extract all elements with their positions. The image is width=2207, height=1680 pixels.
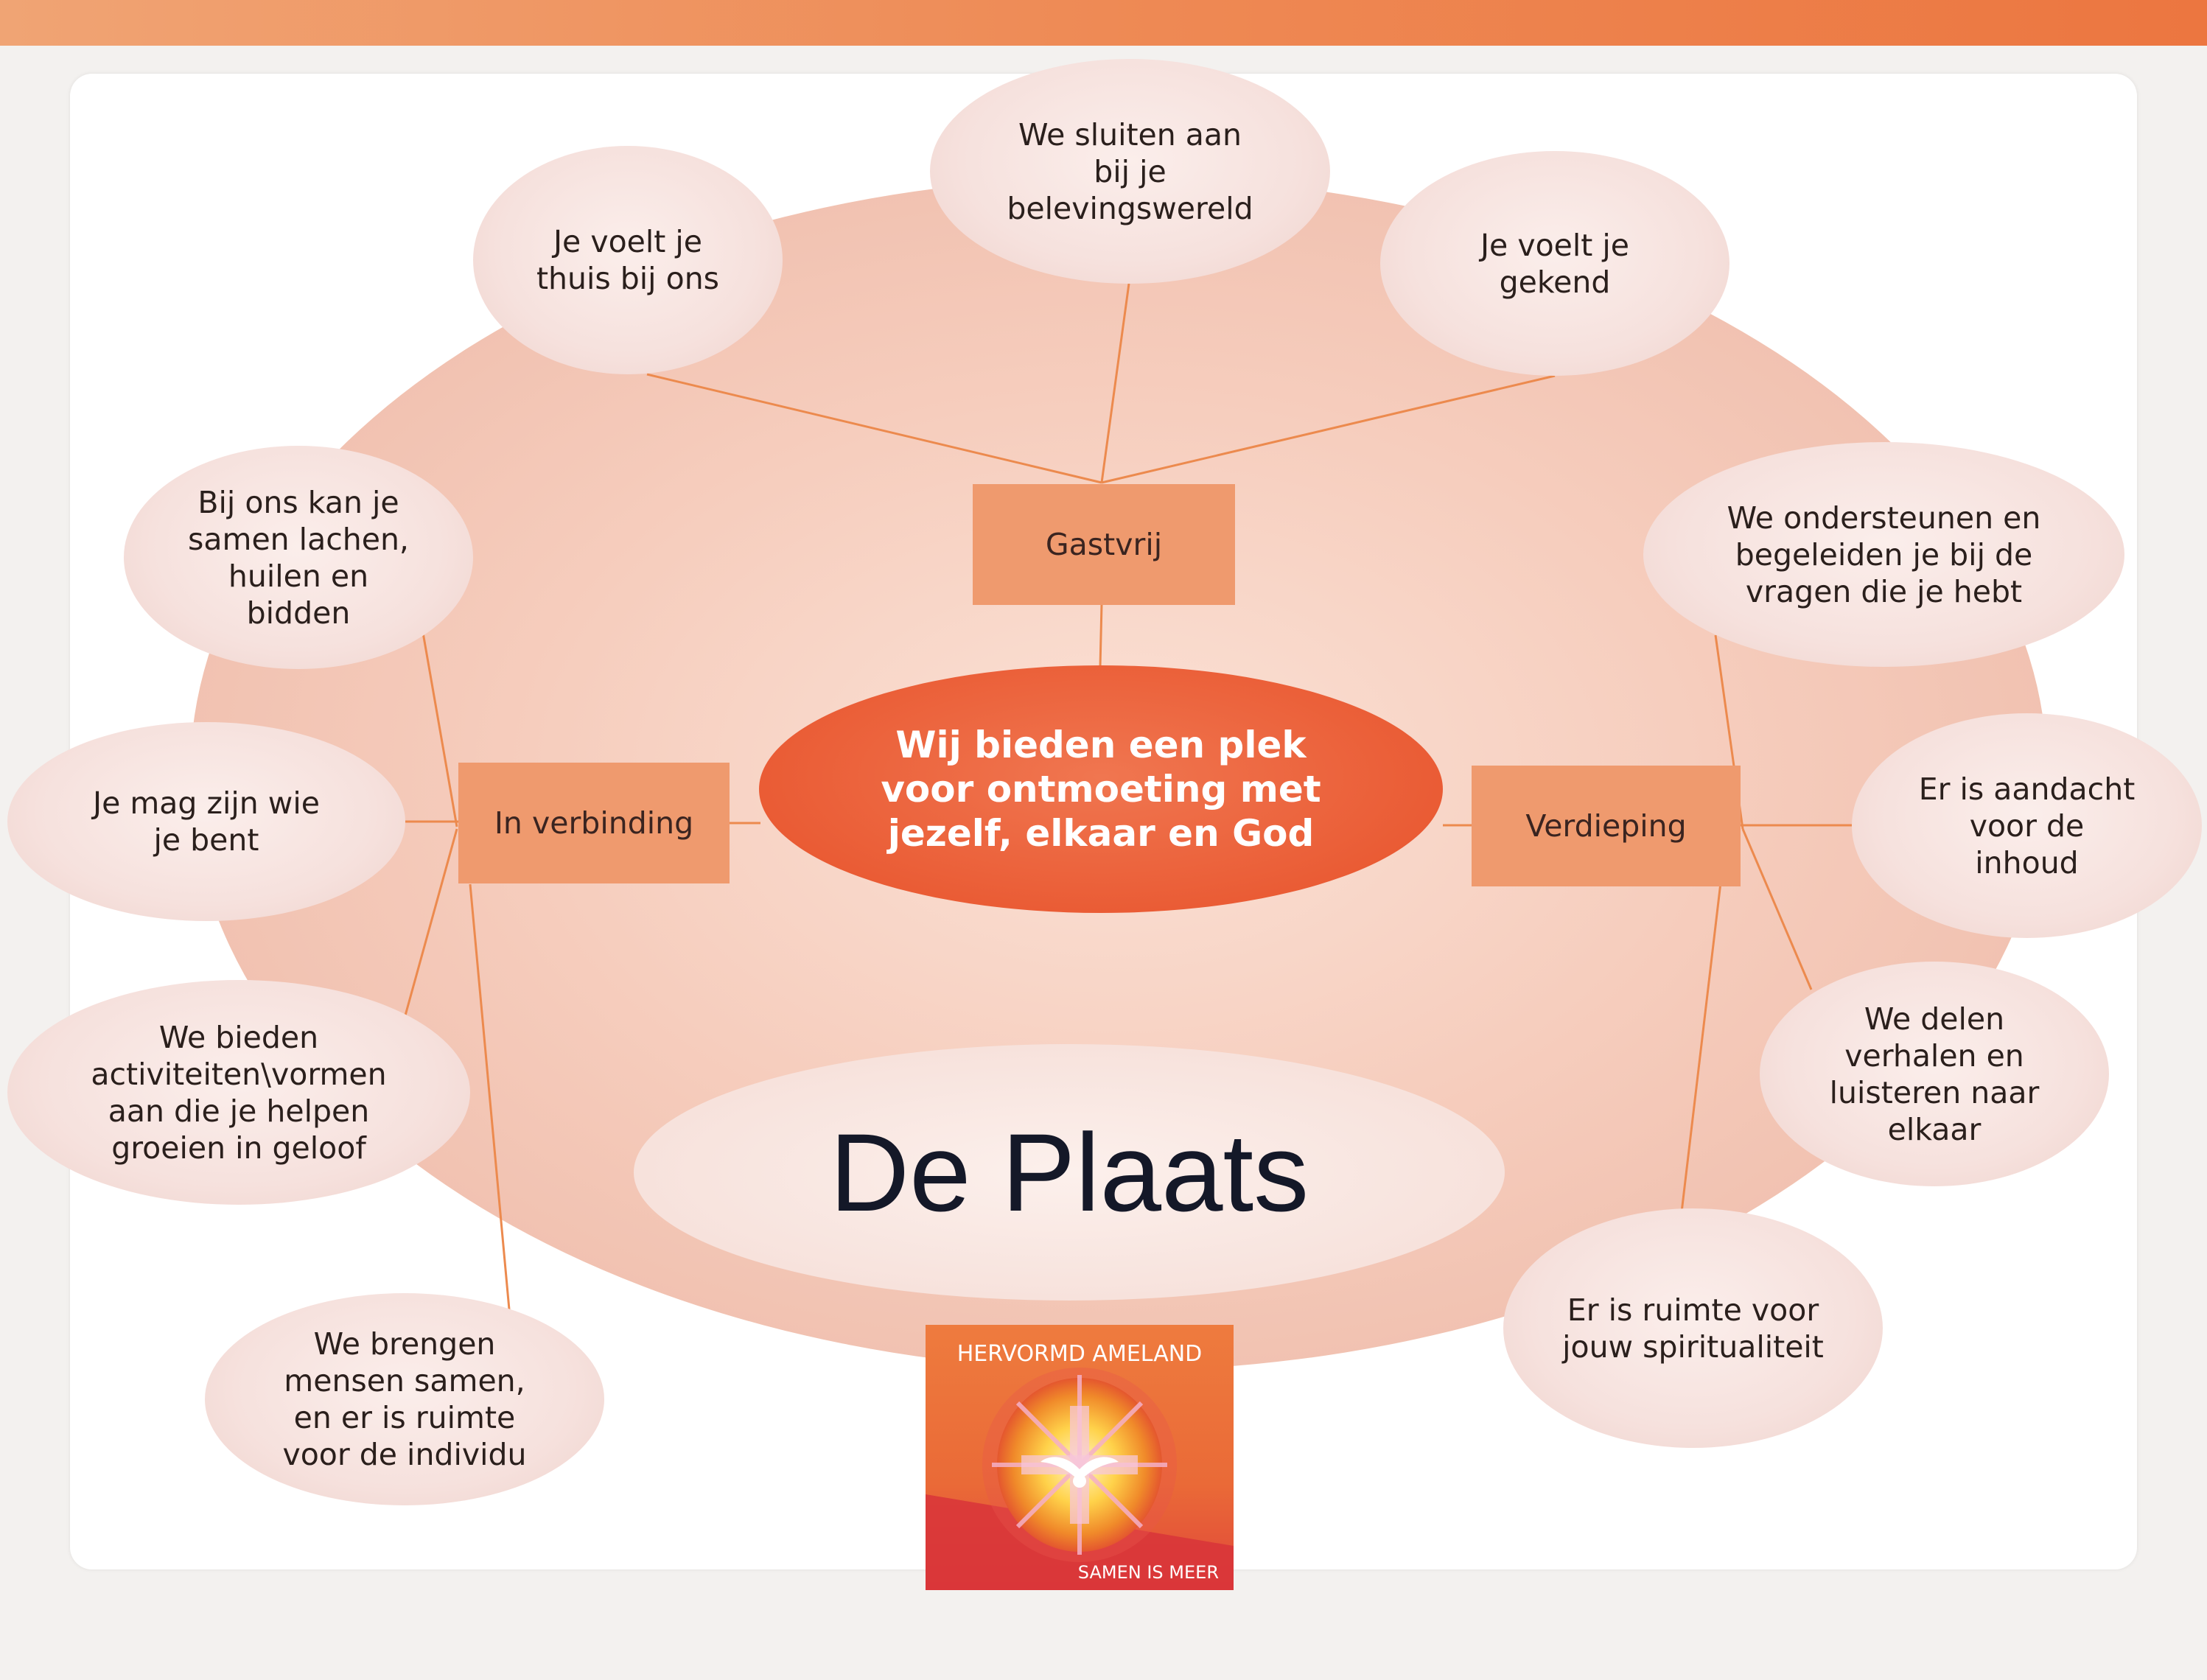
bubble-thuis-text: Je voelt je thuis bij ons	[536, 224, 720, 296]
connector-gastvrij-gekend	[1101, 374, 1556, 484]
bubble-activiteiten-text: We bieden activiteiten\vormen aan die je…	[91, 1019, 387, 1166]
bubble-belevingswereld-text: We sluiten aan bij je belevingswereld	[1007, 116, 1253, 226]
bubble-verhalen-text: We delen verhalen en luisteren naar elka…	[1829, 1001, 2040, 1147]
connector-verdieping-verhalen	[1741, 828, 1813, 990]
page-title: De Plaats	[829, 1110, 1309, 1234]
bubble-thuis: Je voelt je thuis bij ons	[473, 146, 783, 374]
bubble-ondersteunen-text: We ondersteunen en begeleiden je bij de …	[1727, 500, 2041, 609]
bubble-aandacht: Er is aandacht voor de inhoud	[1852, 713, 2202, 938]
bubble-ondersteunen: We ondersteunen en begeleiden je bij de …	[1643, 442, 2124, 667]
category-in-verbinding-label: In verbinding	[494, 805, 694, 841]
bubble-aandacht-text: Er is aandacht voor de inhoud	[1918, 771, 2136, 881]
top-accent-bar	[0, 0, 2207, 46]
bubble-lachen-text: Bij ons kan je samen lachen, huilen en b…	[188, 484, 409, 631]
logo-top-text: HERVORMD AMELAND	[956, 1341, 1203, 1367]
bubble-gekend-text: Je voelt je gekend	[1480, 227, 1630, 300]
title-oval: De Plaats	[634, 1044, 1505, 1301]
connector-verbinding-activiteiten	[404, 828, 458, 1016]
bubble-spiritualiteit-text: Er is ruimte voor jouw spiritualiteit	[1562, 1292, 1824, 1365]
center-statement-text: Wij bieden een plek voor ontmoeting met …	[881, 724, 1321, 855]
connector-verdieping-spiritualiteit	[1680, 882, 1722, 1213]
bubble-verhalen: We delen verhalen en luisteren naar elka…	[1760, 962, 2109, 1186]
category-verdieping-label: Verdieping	[1525, 808, 1687, 844]
connector-verbinding-samen	[469, 883, 511, 1310]
bubble-spiritualiteit: Er is ruimte voor jouw spiritualiteit	[1503, 1208, 1883, 1448]
logo-bottom-text: SAMEN IS MEER	[1077, 1562, 1219, 1583]
category-verdieping: Verdieping	[1472, 766, 1741, 886]
bubble-lachen: Bij ons kan je samen lachen, huilen en b…	[124, 446, 473, 669]
category-in-verbinding: In verbinding	[458, 763, 730, 883]
bubble-zijn-wie-text: Je mag zijn wie je bent	[93, 785, 320, 858]
category-gastvrij: Gastvrij	[973, 484, 1235, 605]
bubble-belevingswereld: We sluiten aan bij je belevingswereld	[930, 59, 1330, 284]
logo-emblem-graphic	[926, 1368, 1234, 1590]
category-gastvrij-label: Gastvrij	[1045, 527, 1163, 562]
connector-gastvrij-center	[1099, 603, 1103, 668]
center-statement: Wij bieden een plek voor ontmoeting met …	[759, 665, 1443, 913]
hervormd-ameland-logo: HERVORMD AMELAND SAMEN IS MEER	[926, 1325, 1234, 1590]
bubble-zijn-wie: Je mag zijn wie je bent	[7, 722, 405, 921]
bubble-samen-text: We brengen mensen samen, en er is ruimte…	[282, 1326, 527, 1472]
bubble-samen: We brengen mensen samen, en er is ruimte…	[205, 1293, 604, 1505]
connector-gastvrij-thuis	[646, 373, 1102, 484]
connector-verbinding-lachen	[421, 628, 458, 827]
connector-gastvrij-belevingswereld	[1100, 283, 1130, 483]
bubble-activiteiten: We bieden activiteiten\vormen aan die je…	[7, 980, 470, 1205]
bubble-gekend: Je voelt je gekend	[1380, 151, 1729, 376]
